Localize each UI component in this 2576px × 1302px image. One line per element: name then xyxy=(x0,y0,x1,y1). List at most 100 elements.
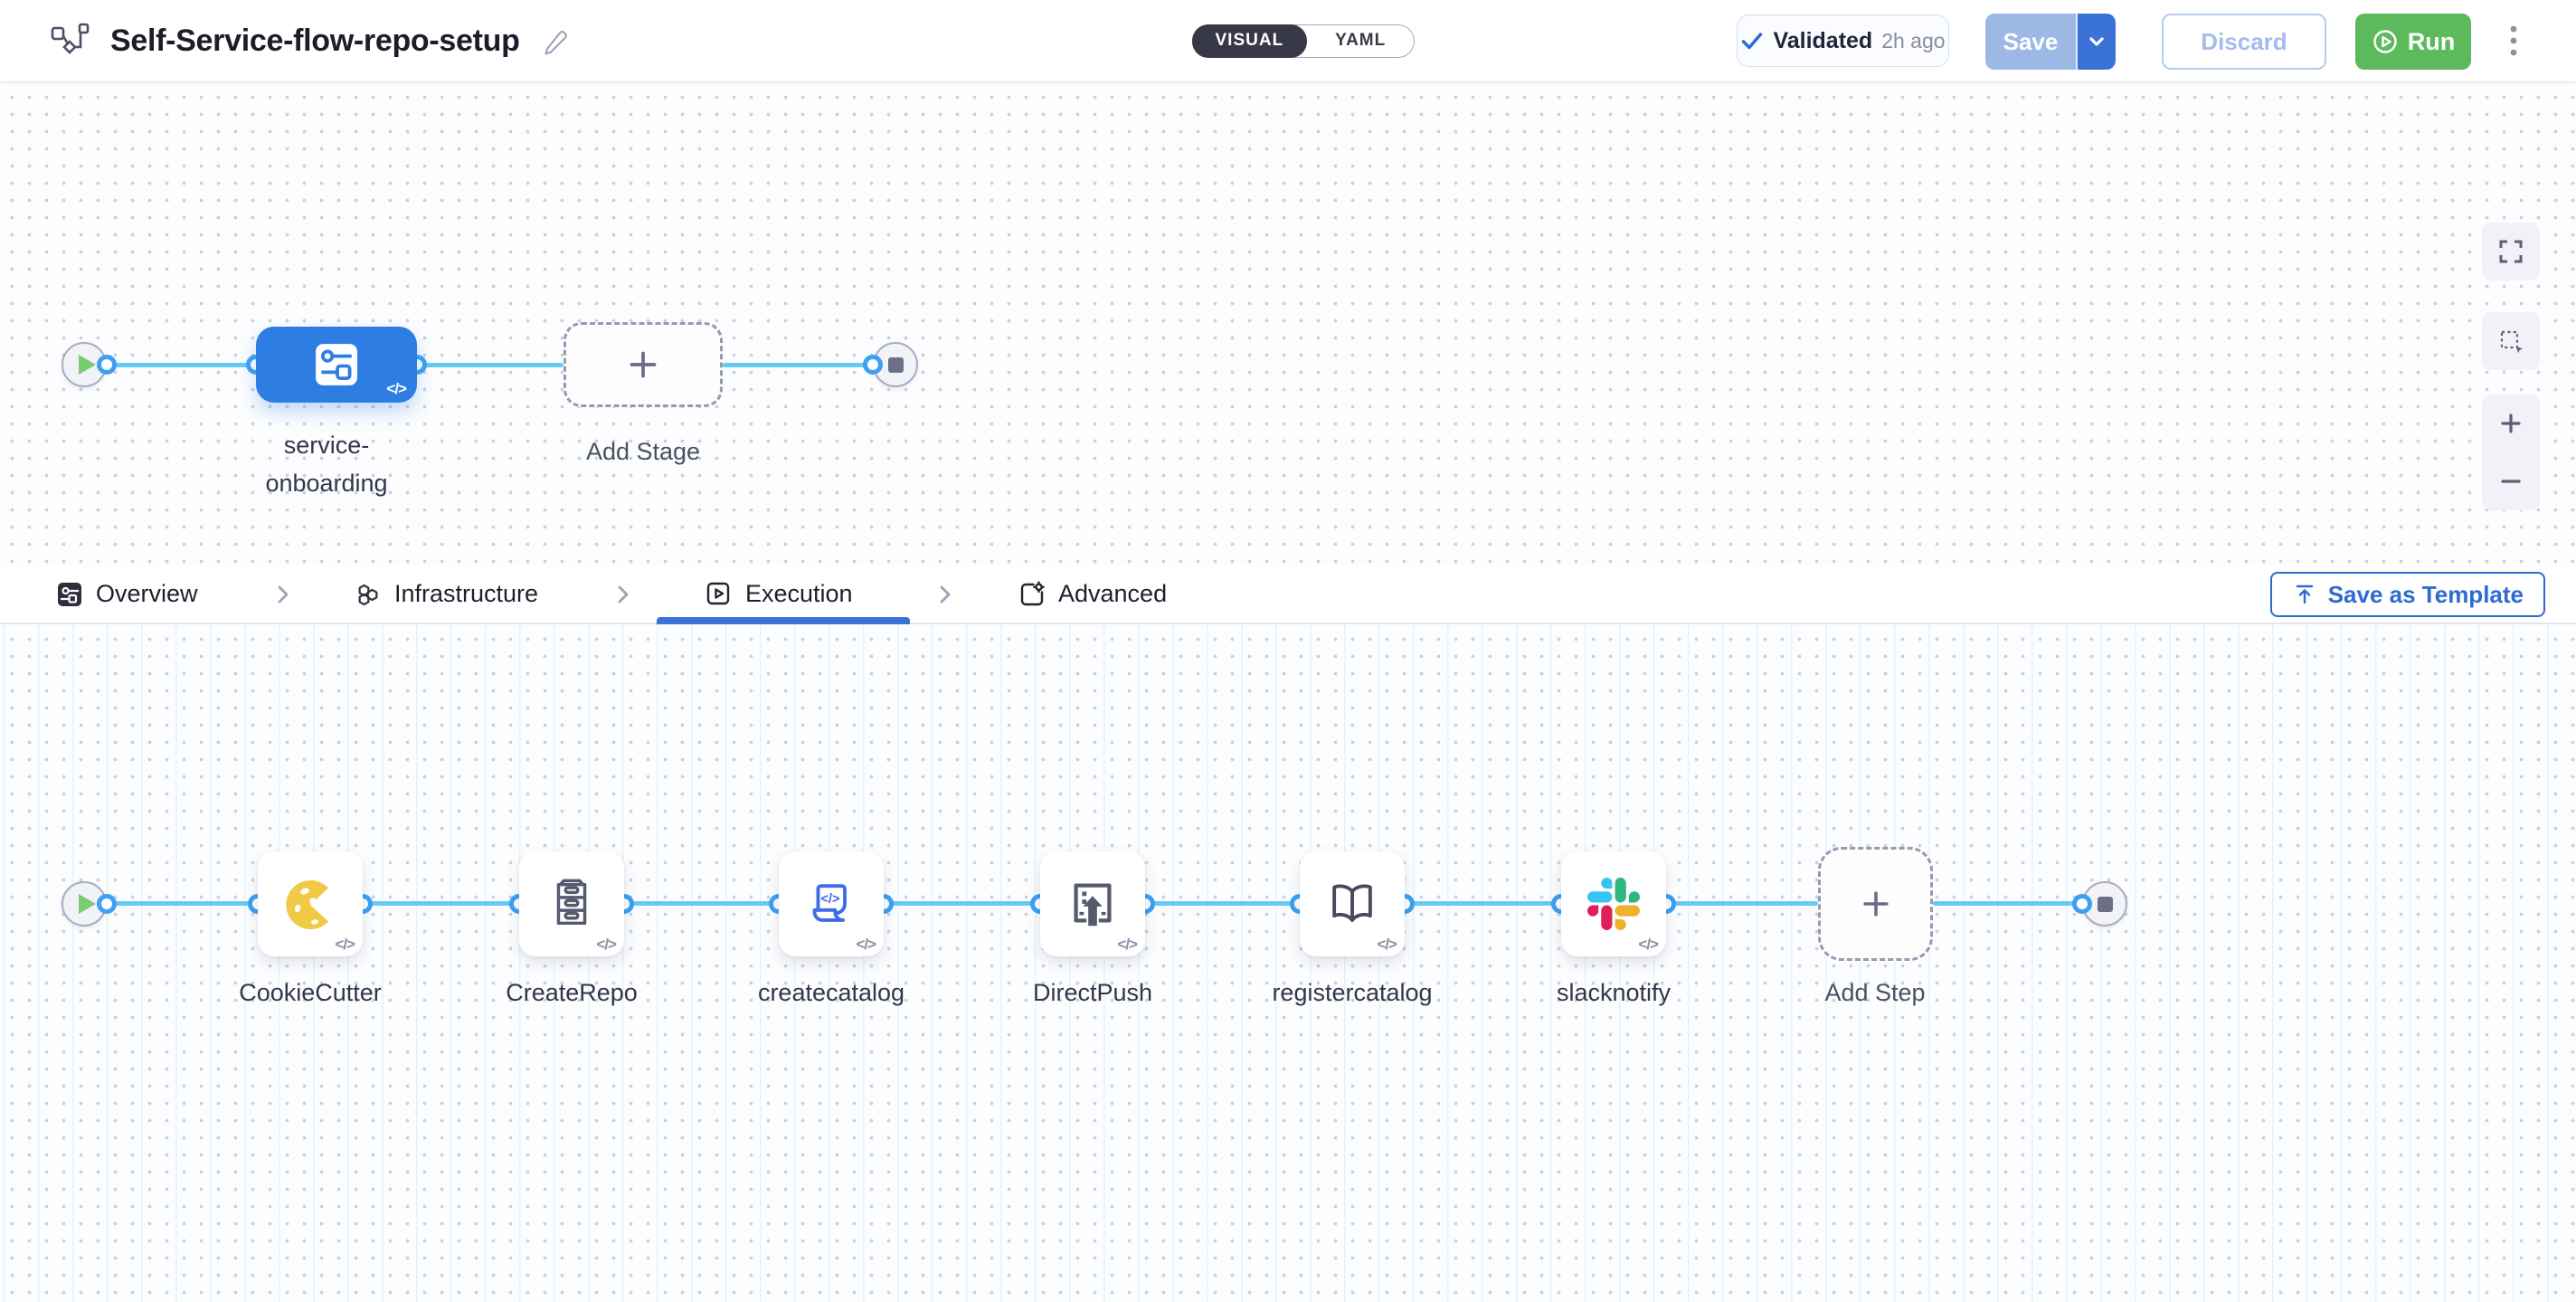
connector-port[interactable] xyxy=(97,355,117,375)
step-node-createcatalog[interactable]: </> </> xyxy=(779,851,884,956)
edge xyxy=(884,901,1040,906)
step-node-createrepo[interactable]: </> xyxy=(519,851,624,956)
step-node-cookiecutter[interactable]: </> xyxy=(258,851,363,956)
chevron-right-icon xyxy=(933,583,957,606)
edge xyxy=(1145,901,1300,906)
code-badge: </> xyxy=(1638,936,1658,954)
stage-canvas[interactable]: </> service- onboarding Add Stage xyxy=(0,82,2576,565)
pipeline-icon xyxy=(51,23,90,59)
stage-config-tabbar: Overview Infrastructure Execution Advanc… xyxy=(0,565,2576,624)
add-step-label: Add Step xyxy=(1757,979,1993,1007)
directpush-icon xyxy=(1065,876,1121,932)
save-as-template-button[interactable]: Save as Template xyxy=(2270,572,2545,617)
step-label: slacknotify xyxy=(1496,979,1731,1007)
minus-icon xyxy=(2496,467,2525,496)
createrepo-icon xyxy=(544,876,600,932)
step-label: CreateRepo xyxy=(454,979,689,1007)
step-label: createcatalog xyxy=(714,979,949,1007)
step-node-slacknotify[interactable]: </> xyxy=(1561,851,1666,956)
mode-toggle: VISUAL YAML xyxy=(1192,24,1415,58)
save-menu-button[interactable] xyxy=(2076,14,2116,70)
zoom-in-button[interactable] xyxy=(2482,394,2540,452)
edge xyxy=(107,901,258,906)
edge xyxy=(1933,901,2082,906)
marquee-icon xyxy=(2496,327,2525,356)
connector-port[interactable] xyxy=(863,355,883,375)
header: Self-Service-flow-repo-setup VISUAL YAML… xyxy=(0,0,2576,82)
marquee-select-button[interactable] xyxy=(2482,312,2540,370)
end-stop-icon xyxy=(888,357,904,373)
edge xyxy=(1666,901,1818,906)
advanced-icon xyxy=(1018,581,1046,608)
plus-icon xyxy=(2496,409,2525,438)
fit-to-screen-button[interactable] xyxy=(2482,223,2540,280)
tab-overview[interactable]: Overview xyxy=(56,565,198,622)
edge xyxy=(624,901,779,906)
chevron-down-icon xyxy=(2087,32,2107,52)
more-options-button[interactable] xyxy=(2500,18,2527,65)
stage-node-service-onboarding[interactable]: </> xyxy=(256,327,417,403)
plus-icon xyxy=(625,347,661,383)
slack-icon xyxy=(1587,878,1640,930)
run-label: Run xyxy=(2408,28,2455,56)
svg-text:</>: </> xyxy=(821,892,840,907)
save-split-button: Save xyxy=(1985,14,2116,70)
step-node-directpush[interactable]: </> xyxy=(1040,851,1145,956)
edge xyxy=(363,901,519,906)
add-stage-node[interactable] xyxy=(564,322,723,407)
validation-time: 2h ago xyxy=(1881,29,1945,53)
registercatalog-icon xyxy=(1324,876,1380,932)
step-label: registercatalog xyxy=(1235,979,1470,1007)
plus-icon xyxy=(1859,887,1893,921)
kebab-icon xyxy=(2509,25,2518,58)
code-badge: </> xyxy=(335,936,355,954)
code-badge: </> xyxy=(386,380,406,398)
edge xyxy=(723,363,873,367)
step-label: CookieCutter xyxy=(193,979,428,1007)
add-step-node[interactable] xyxy=(1818,847,1933,961)
tab-advanced[interactable]: Advanced xyxy=(1018,565,1167,622)
code-badge: </> xyxy=(1117,936,1137,954)
edge xyxy=(417,363,564,367)
edge xyxy=(1405,901,1561,906)
zoom-controls xyxy=(2482,394,2540,510)
connector-port[interactable] xyxy=(97,894,117,914)
code-badge: </> xyxy=(856,936,876,954)
cookiecutter-icon xyxy=(282,875,338,933)
overview-icon xyxy=(56,581,83,608)
execution-canvas[interactable]: </> </> </> </> </> xyxy=(0,624,2576,1302)
step-node-registercatalog[interactable]: </> xyxy=(1300,851,1405,956)
edge xyxy=(107,363,256,367)
start-play-icon xyxy=(79,894,96,914)
discard-button[interactable]: Discard xyxy=(2162,14,2326,70)
expand-icon xyxy=(2496,237,2525,266)
stage-icon xyxy=(314,342,359,387)
pencil-icon xyxy=(540,25,571,56)
end-stop-icon xyxy=(2098,897,2113,912)
edit-title-button[interactable] xyxy=(540,25,571,56)
tab-execution[interactable]: Execution xyxy=(706,565,853,622)
add-stage-label: Add Stage xyxy=(563,438,724,466)
validation-badge[interactable]: Validated 2h ago xyxy=(1737,14,1949,67)
execution-icon xyxy=(706,581,733,608)
step-label: DirectPush xyxy=(975,979,1210,1007)
connector-port[interactable] xyxy=(2072,894,2092,914)
code-badge: </> xyxy=(1377,936,1397,954)
save-button[interactable]: Save xyxy=(1985,14,2076,70)
createcatalog-icon: </> xyxy=(803,876,859,932)
page-title: Self-Service-flow-repo-setup xyxy=(110,24,520,59)
stage-label: service- onboarding xyxy=(218,426,435,502)
yaml-mode-tab[interactable]: YAML xyxy=(1307,25,1414,56)
tab-infrastructure[interactable]: Infrastructure xyxy=(355,565,538,622)
run-button[interactable]: Run xyxy=(2355,14,2471,70)
active-tab-underline xyxy=(657,617,910,624)
infrastructure-icon xyxy=(355,581,382,608)
chevron-right-icon xyxy=(271,583,295,606)
chevron-right-icon xyxy=(611,583,635,606)
zoom-out-button[interactable] xyxy=(2482,452,2540,510)
upload-icon xyxy=(2292,582,2317,607)
code-badge: </> xyxy=(596,936,616,954)
visual-mode-tab[interactable]: VISUAL xyxy=(1192,24,1308,58)
validation-status: Validated xyxy=(1773,28,1872,54)
play-circle-icon xyxy=(2372,28,2399,55)
